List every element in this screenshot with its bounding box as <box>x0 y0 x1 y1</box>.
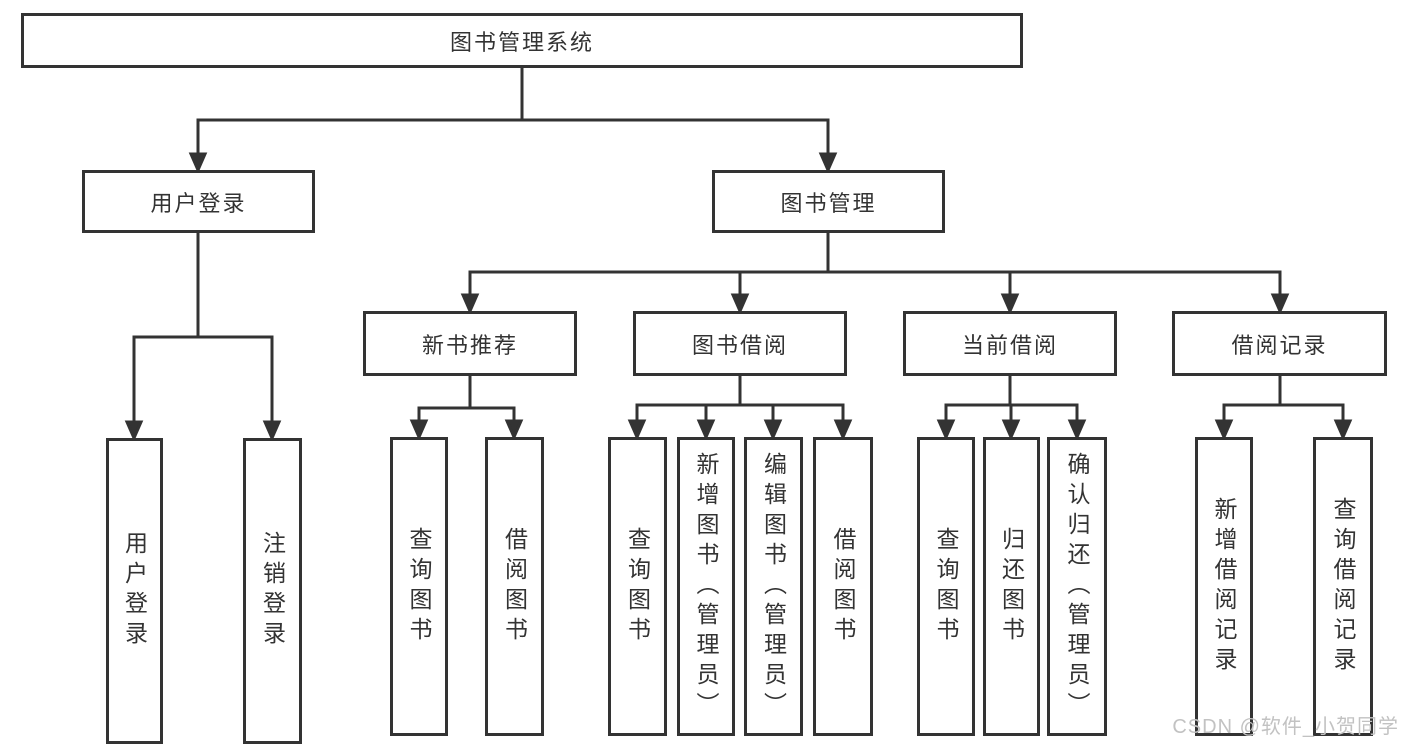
leaf-records-add-record: 新增借阅记录 <box>1195 437 1253 736</box>
arrowhead-down-icon <box>627 419 647 441</box>
connector-book-borrowing-to-leaves <box>627 374 853 441</box>
leaf-borrowing-borrow-books-label: 借阅图书 <box>830 526 856 647</box>
arrowhead-down-icon <box>936 419 956 441</box>
leaf-borrowing-edit-books-admin: 编辑图书（管理员） <box>744 437 803 736</box>
node-book-borrowing-label: 图书借阅 <box>691 332 788 358</box>
node-root-label: 图书管理系统 <box>449 29 594 55</box>
arrowhead-down-icon <box>124 420 144 442</box>
leaf-records-query-record: 查询借阅记录 <box>1313 437 1373 736</box>
arrowhead-down-icon <box>262 420 282 442</box>
leaf-borrowing-edit-books-admin-label: 编辑图书（管理员） <box>760 451 787 722</box>
arrowhead-down-icon <box>730 293 750 315</box>
node-book-management-label: 图书管理 <box>780 190 877 216</box>
connector-current-borrowing-to-leaves <box>936 374 1087 441</box>
leaf-recommend-query-books-label: 查询图书 <box>406 526 432 647</box>
leaf-current-confirm-return-admin: 确认归还（管理员） <box>1047 437 1107 736</box>
arrowhead-down-icon <box>1067 419 1087 441</box>
node-borrowing-records: 借阅记录 <box>1172 311 1387 376</box>
leaf-current-return-books: 归还图书 <box>983 437 1040 736</box>
leaf-borrowing-query-books-label: 查询图书 <box>624 526 651 647</box>
arrowhead-down-icon <box>504 419 524 441</box>
node-new-book-recommend: 新书推荐 <box>363 311 577 376</box>
leaf-logout: 注销登录 <box>243 438 302 744</box>
connector-book-management-to-level3 <box>460 231 1290 315</box>
leaf-recommend-query-books: 查询图书 <box>390 437 448 736</box>
leaf-current-query-books-label: 查询图书 <box>933 526 959 647</box>
node-root: 图书管理系统 <box>21 13 1023 68</box>
leaf-current-confirm-return-admin-label: 确认归还（管理员） <box>1064 451 1090 722</box>
leaf-recommend-borrow-books: 借阅图书 <box>485 437 544 736</box>
connector-borrowing-records-to-leaves <box>1214 374 1353 441</box>
arrowhead-down-icon <box>460 293 480 315</box>
arrowhead-down-icon <box>1001 419 1021 441</box>
leaf-records-query-record-label: 查询借阅记录 <box>1330 496 1356 677</box>
node-current-borrowing: 当前借阅 <box>903 311 1117 376</box>
leaf-borrowing-borrow-books: 借阅图书 <box>813 437 873 736</box>
connector-new-book-recommend-to-leaves <box>409 374 524 441</box>
arrowhead-down-icon <box>1214 419 1234 441</box>
arrowhead-down-icon <box>409 419 429 441</box>
leaf-current-query-books: 查询图书 <box>917 437 975 736</box>
leaf-logout-label: 注销登录 <box>259 531 286 651</box>
leaf-current-return-books-label: 归还图书 <box>998 526 1025 647</box>
leaf-records-add-record-label: 新增借阅记录 <box>1211 496 1237 677</box>
arrowhead-down-icon <box>763 419 783 441</box>
leaf-borrowing-query-books: 查询图书 <box>608 437 667 736</box>
arrowhead-down-icon <box>1000 293 1020 315</box>
arrowhead-down-icon <box>696 419 716 441</box>
node-current-borrowing-label: 当前借阅 <box>961 332 1058 358</box>
arrowhead-down-icon <box>833 419 853 441</box>
leaf-borrowing-add-books-admin: 新增图书（管理员） <box>677 437 735 736</box>
arrowhead-down-icon <box>1333 419 1353 441</box>
arrowhead-down-icon <box>188 152 208 174</box>
arrowhead-down-icon <box>1270 293 1290 315</box>
connector-user-login-to-leaves <box>124 231 282 442</box>
connector-root-to-level2 <box>188 66 838 174</box>
leaf-borrowing-add-books-admin-label: 新增图书（管理员） <box>693 451 719 722</box>
csdn-watermark: CSDN @软件_小贺同学 <box>1172 716 1399 738</box>
node-user-login-label: 用户登录 <box>150 190 247 216</box>
leaf-user-login-label: 用户登录 <box>121 531 148 651</box>
leaf-recommend-borrow-books-label: 借阅图书 <box>501 526 528 647</box>
node-book-management: 图书管理 <box>712 170 945 233</box>
arrowhead-down-icon <box>818 152 838 174</box>
leaf-user-login: 用户登录 <box>106 438 163 744</box>
node-book-borrowing: 图书借阅 <box>633 311 847 376</box>
node-new-book-recommend-label: 新书推荐 <box>421 332 518 358</box>
node-borrowing-records-label: 借阅记录 <box>1231 332 1328 358</box>
node-user-login: 用户登录 <box>82 170 315 233</box>
